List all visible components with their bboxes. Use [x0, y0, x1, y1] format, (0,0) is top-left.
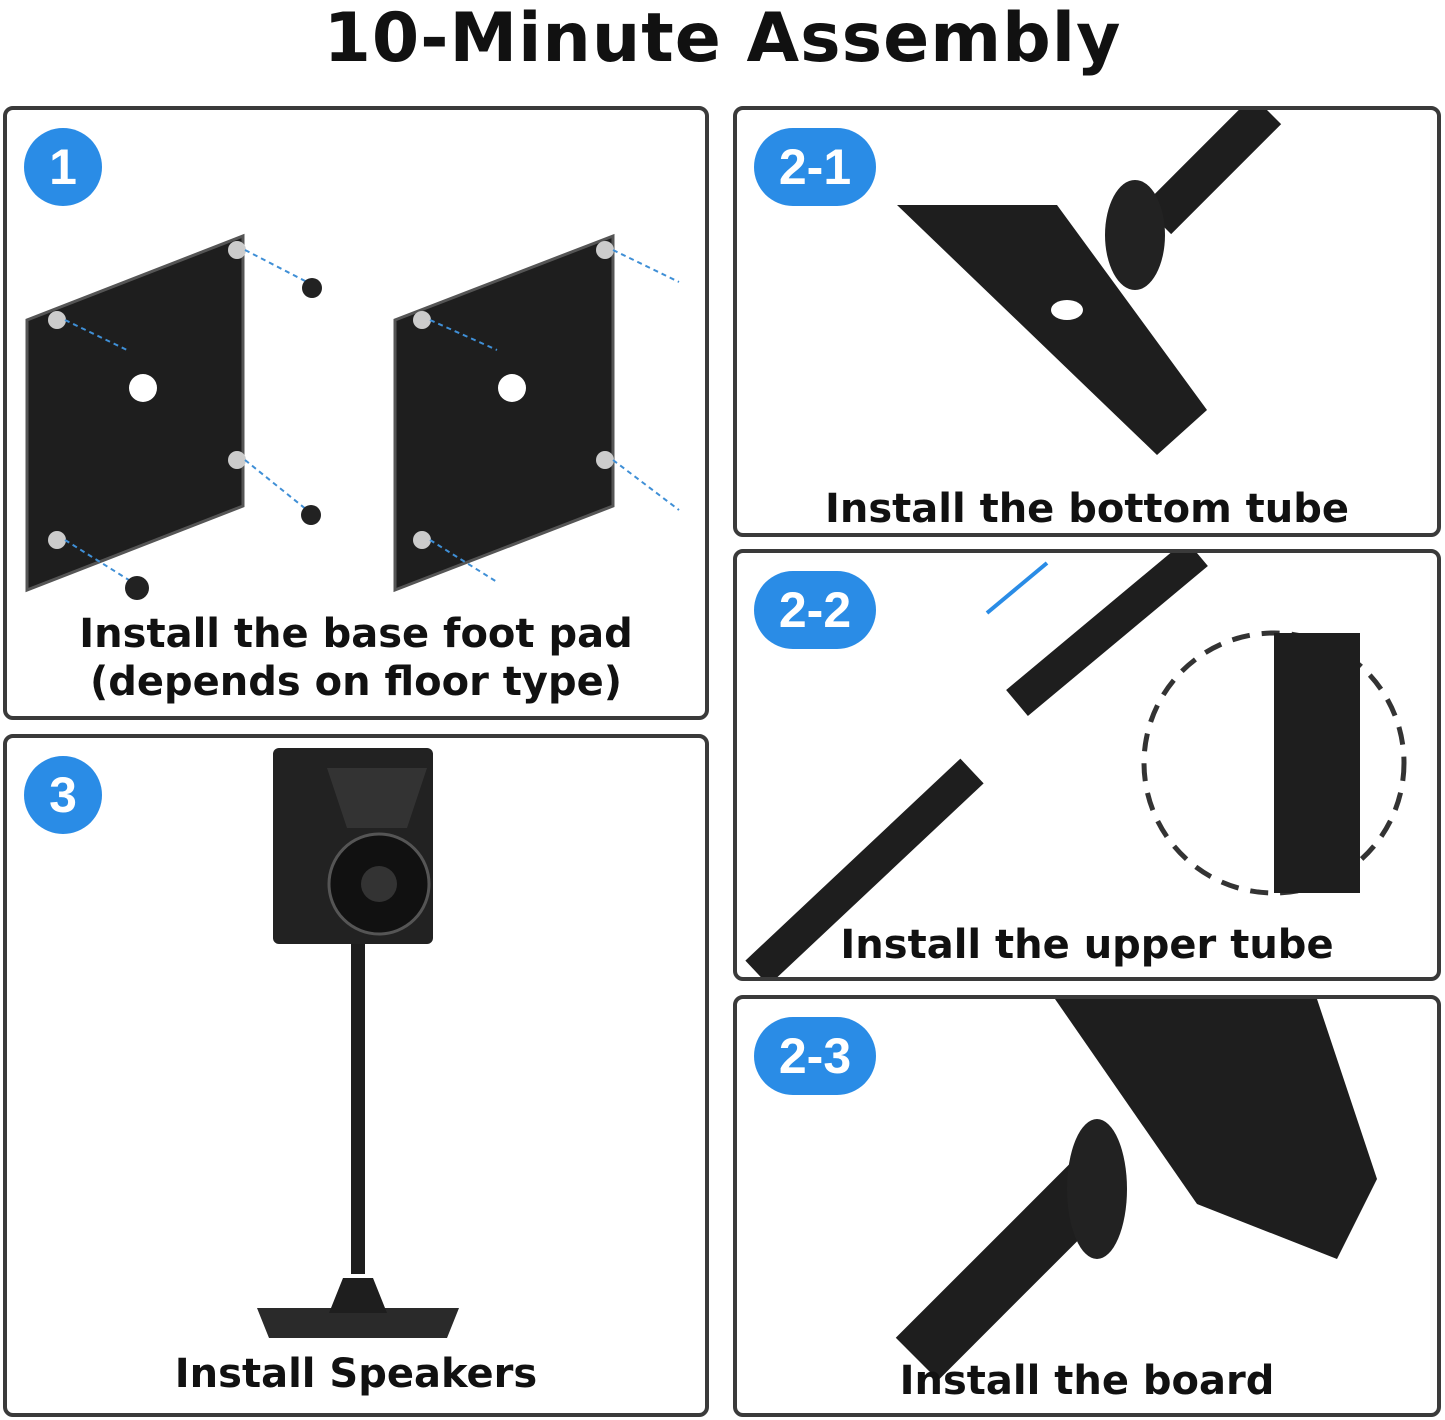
step-1-caption-line2: (depends on floor type)	[89, 659, 623, 705]
upper-tube-illustration	[745, 553, 1407, 977]
step-badge: 2-2	[754, 571, 876, 649]
step-2-2-caption: Install the upper tube	[840, 922, 1334, 968]
step-2-1-panel: 2-1 Install the bottom tube	[733, 106, 1441, 537]
step-badge: 2-1	[754, 128, 876, 206]
speaker-stand-illustration	[257, 748, 459, 1338]
board-illustration	[895, 999, 1377, 1381]
step-3-panel: 3 Install Speakers	[3, 734, 709, 1417]
step-1-panel: 1 Install the base foot pad (depends on …	[3, 106, 709, 720]
step-badge: 3	[24, 756, 102, 834]
step-badge: 2-3	[754, 1017, 876, 1095]
base-plate-illustration	[25, 233, 680, 600]
page-title: 10-Minute Assembly	[323, 0, 1122, 78]
step-1-caption-line1: Install the base foot pad	[79, 611, 633, 657]
bottom-tube-illustration	[897, 110, 1282, 455]
step-2-3-panel: 2-3 Install the board	[733, 995, 1441, 1417]
step-3-caption: Install Speakers	[174, 1351, 538, 1397]
step-2-1-caption: Install the bottom tube	[824, 486, 1350, 532]
step-badge: 1	[24, 128, 102, 206]
step-2-2-panel: 2-2 Install the upper tube	[733, 549, 1441, 981]
step-2-3-caption: Install the board	[899, 1358, 1275, 1404]
